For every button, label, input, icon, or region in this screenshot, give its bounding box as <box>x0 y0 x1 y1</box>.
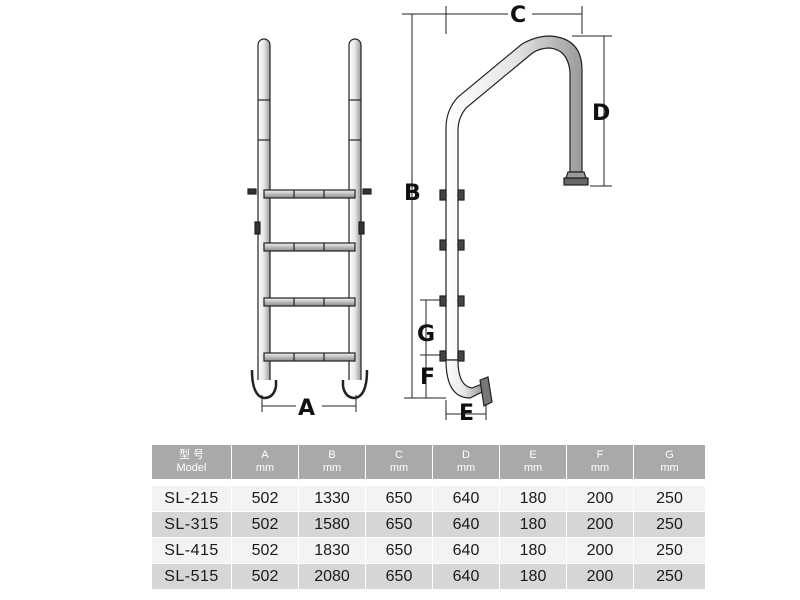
ladder-front-view <box>247 38 372 412</box>
table-row: SL-515 502 2080 650 640 180 200 250 <box>151 563 706 590</box>
table-cell: 650 <box>365 485 433 512</box>
dimension-label-e: E <box>459 401 474 426</box>
table-cell: 650 <box>365 563 433 590</box>
table-row: SL-415 502 1830 650 640 180 200 250 <box>151 537 706 564</box>
table-cell: 640 <box>432 563 500 590</box>
table-cell: 502 <box>231 537 299 564</box>
table-cell: 502 <box>231 511 299 538</box>
table-cell: 1330 <box>298 485 366 512</box>
header-model-top: 型 号 <box>178 449 205 461</box>
model-cell: SL-515 <box>151 563 232 590</box>
table-cell: 180 <box>499 511 567 538</box>
model-cell: SL-215 <box>151 485 232 512</box>
header-d-unit: mm <box>456 462 476 474</box>
table-row: SL-315 502 1580 650 640 180 200 250 <box>151 511 706 538</box>
table-cell: 502 <box>231 563 299 590</box>
table-cell: 250 <box>633 485 706 512</box>
header-f-name: F <box>596 449 604 461</box>
table-cell: 180 <box>499 537 567 564</box>
ladder-drawings: A B <box>247 3 612 426</box>
model-cell: SL-315 <box>151 511 232 538</box>
header-model-bottom: Model <box>176 462 207 474</box>
header-c-unit: mm <box>389 462 409 474</box>
header-a-unit: mm <box>255 462 275 474</box>
table-cell: 502 <box>231 485 299 512</box>
header-e-unit: mm <box>523 462 543 474</box>
header-c-name: C <box>395 449 403 461</box>
table-cell: 640 <box>432 485 500 512</box>
header-f-unit: mm <box>590 462 610 474</box>
table-cell: 640 <box>432 511 500 538</box>
model-cell: SL-415 <box>151 537 232 564</box>
table-cell: 640 <box>432 537 500 564</box>
header-d-name: D <box>462 449 470 461</box>
table-cell: 1580 <box>298 511 366 538</box>
header-g-unit: mm <box>660 462 679 474</box>
dimension-label-c: C <box>510 3 526 28</box>
table-cell: 180 <box>499 485 567 512</box>
dimension-label-f: F <box>420 365 435 390</box>
header-model: 型 号 Model <box>151 444 232 480</box>
table-cell: 180 <box>499 563 567 590</box>
header-b-unit: mm <box>322 462 342 474</box>
table-cell: 650 <box>365 537 433 564</box>
dimension-label-a: A <box>298 396 315 421</box>
table-cell: 200 <box>566 563 634 590</box>
table-cell: 250 <box>633 511 706 538</box>
dimension-label-b: B <box>404 181 421 206</box>
table-cell: 2080 <box>298 563 366 590</box>
dimension-label-d: D <box>592 101 610 126</box>
table-cell: 250 <box>633 537 706 564</box>
table-cell: 200 <box>566 511 634 538</box>
table-row: SL-215 502 1330 650 640 180 200 250 <box>151 485 706 512</box>
table-cell: 250 <box>633 563 706 590</box>
header-b-name: B <box>328 449 336 461</box>
header-a-name: A <box>261 449 269 461</box>
header-e-name: E <box>529 449 537 461</box>
ladder-side-view <box>402 6 612 420</box>
table-cell: 1830 <box>298 537 366 564</box>
table-cell: 200 <box>566 485 634 512</box>
table-cell: 200 <box>566 537 634 564</box>
header-g-name: G <box>665 449 674 461</box>
table-cell: 650 <box>365 511 433 538</box>
dimension-label-g: G <box>417 322 435 347</box>
